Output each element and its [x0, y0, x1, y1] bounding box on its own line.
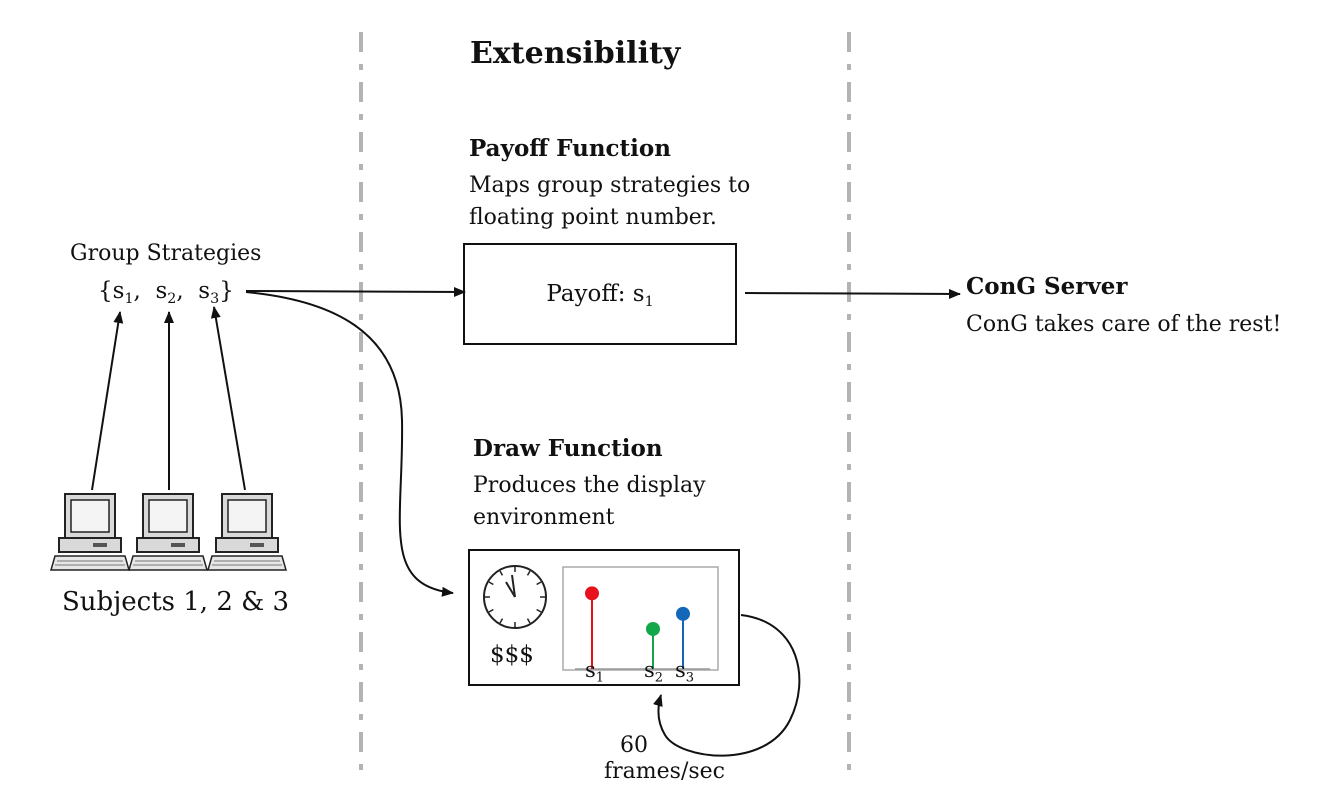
payoff-box: Payoff: s1 — [463, 243, 737, 345]
subject-1-arrow — [91, 311, 124, 491]
strategies-to-draw-arrow — [245, 291, 454, 597]
mini-chart-label-s3: s3 — [675, 658, 695, 686]
mini-chart-frame — [562, 566, 719, 671]
frame-loop-arrow — [653, 614, 801, 757]
close-brace: } — [219, 278, 234, 304]
server-desc: ConG takes care of the rest! — [966, 312, 1282, 337]
computer-icon — [207, 493, 287, 571]
draw-function-desc-line1: Produces the display — [473, 473, 706, 498]
payoff-to-server-arrow — [744, 288, 961, 299]
payoff-function-title: Payoff Function — [469, 135, 671, 162]
loop-rate-unit: frames/sec — [604, 759, 725, 784]
draw-function-desc-line2: environment — [473, 505, 615, 530]
draw-function-title: Draw Function — [473, 435, 663, 462]
page-title: Extensibility — [470, 36, 681, 71]
subjects-label: Subjects 1, 2 & 3 — [62, 587, 290, 617]
mini-bar-head-1 — [585, 586, 599, 601]
payoff-function-desc-line2: floating point number. — [469, 205, 717, 230]
payoff-function-desc-line1: Maps group strategies to — [469, 173, 751, 198]
clock-icon — [483, 565, 547, 629]
payoff-box-label: Payoff: s1 — [546, 281, 654, 310]
mini-bar-head-3 — [676, 606, 690, 621]
strategies-to-payoff-arrow — [245, 286, 466, 297]
strategy-s1: s1, — [112, 278, 141, 307]
strategy-s2: s2, — [155, 278, 184, 307]
money-label: $$$ — [490, 642, 534, 668]
mini-bar-head-2 — [646, 621, 660, 636]
loop-rate-number: 60 — [620, 733, 648, 758]
computer-icon — [128, 493, 208, 571]
open-brace: { — [98, 278, 113, 304]
subject-3-arrow — [210, 306, 246, 491]
mini-chart-label-s1: s1 — [585, 658, 605, 686]
computer-icon — [50, 493, 130, 571]
draw-box — [468, 549, 740, 686]
server-title: ConG Server — [966, 273, 1128, 300]
strategy-set: {s1, s2, s3} — [98, 278, 234, 307]
mini-chart-bars — [585, 586, 690, 669]
strategy-s3: s3 — [198, 278, 220, 307]
group-strategies-label: Group Strategies — [70, 241, 262, 266]
mini-chart-label-s2: s2 — [644, 658, 664, 686]
